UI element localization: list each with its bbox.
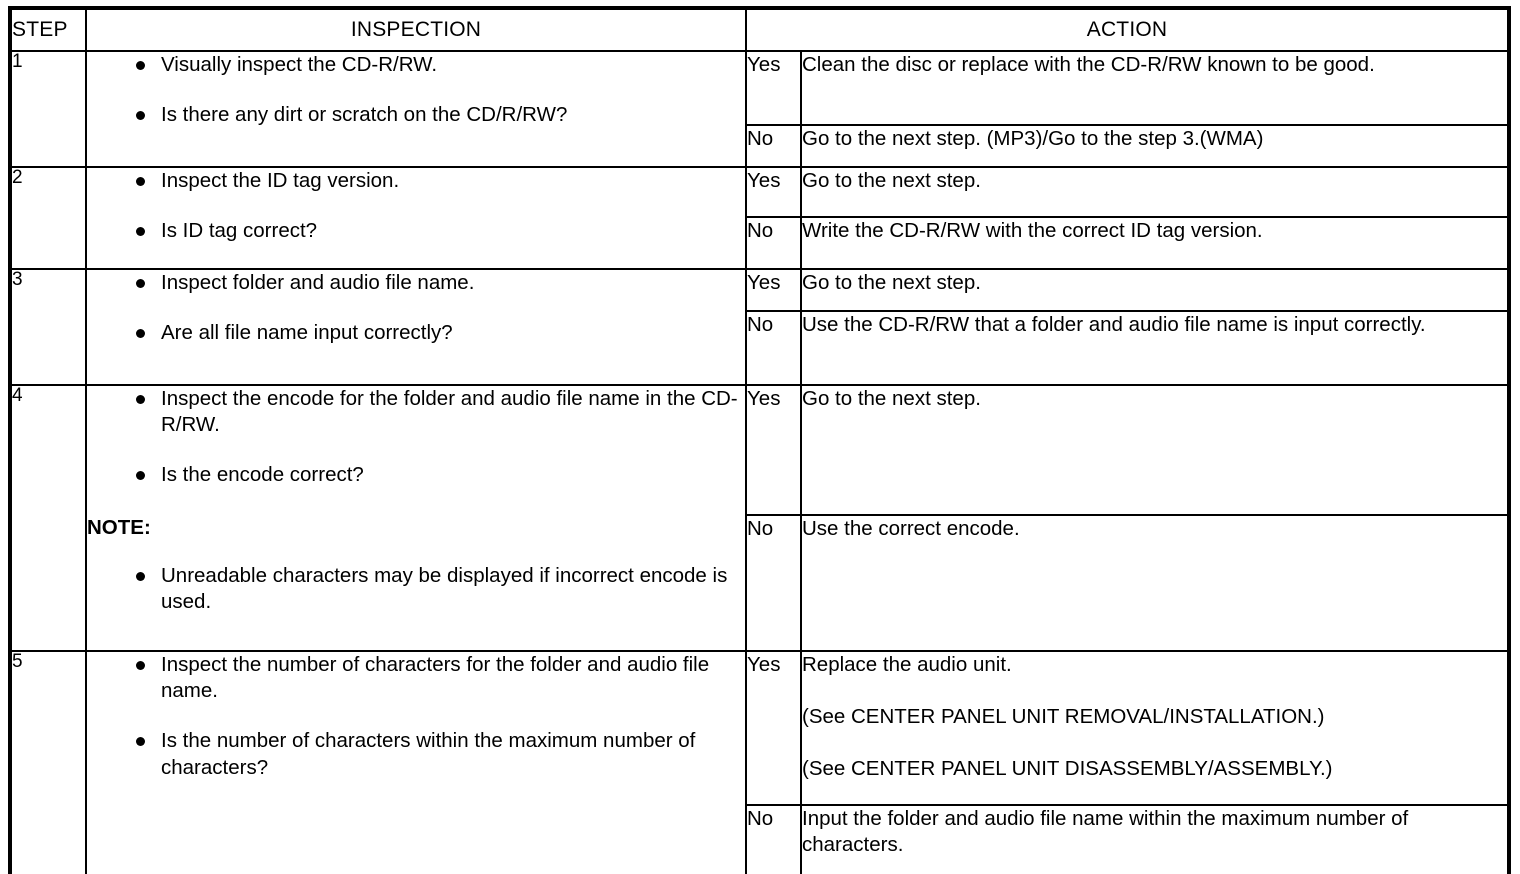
- action-text: Replace the audio unit.: [802, 653, 1012, 676]
- table-row: No Write the CD-R/RW with the correct ID…: [10, 216, 1511, 270]
- answer-label-yes-2: Yes: [745, 166, 802, 218]
- inspection-text: Is there any dirt or scratch on the CD/R…: [161, 103, 568, 127]
- answer-label-no-4: No: [745, 514, 802, 652]
- inspection-cell-2: Inspect the ID tag version. Is ID tag co…: [85, 166, 747, 270]
- step-number-5: 5: [9, 650, 87, 874]
- answer-label-yes-5: Yes: [745, 650, 802, 806]
- list-item: Inspect the ID tag version.: [87, 168, 745, 194]
- list-item: Inspect the encode for the folder and au…: [87, 386, 745, 438]
- list-item: Is the number of characters within the m…: [87, 728, 745, 780]
- list-item: Inspect folder and audio file name.: [87, 270, 745, 296]
- table-row: 3 Inspect folder and audio file name. Ar…: [9, 268, 1511, 386]
- inspection-text: Inspect the encode for the folder and au…: [161, 387, 738, 437]
- inspection-text: Inspect the ID tag version.: [161, 169, 400, 192]
- note-heading: NOTE:: [87, 515, 151, 539]
- list-item: Is there any dirt or scratch on the CD/R…: [87, 102, 745, 128]
- table-header-row: STEP INSPECTION ACTION: [9, 7, 1511, 52]
- step-number-3: 3: [9, 268, 87, 386]
- column-header-inspection: INSPECTION: [85, 7, 747, 52]
- bullet-icon: [136, 395, 145, 404]
- step-number-4: 4: [9, 384, 87, 652]
- note-text: Unreadable characters may be displayed i…: [161, 563, 728, 614]
- answer-label-yes-4: Yes: [745, 384, 802, 516]
- bullet-icon: [136, 279, 145, 288]
- bullet-icon: [136, 329, 145, 339]
- action-cell-yes-3: Go to the next step.: [799, 268, 1511, 312]
- action-cell-yes-5: Replace the audio unit. (See CENTER PANE…: [799, 650, 1511, 806]
- inspection-text: Inspect the number of characters for the…: [161, 653, 710, 703]
- action-cell-no-5: Input the folder and audio file name wit…: [799, 804, 1511, 874]
- list-item: Unreadable characters may be displayed i…: [87, 563, 745, 615]
- answer-label-yes-3: Yes: [745, 268, 802, 312]
- table-row: 4 Inspect the encode for the folder and …: [9, 384, 1511, 652]
- bullet-icon: [136, 61, 145, 70]
- column-header-step: STEP: [9, 7, 87, 52]
- bullet-icon: [136, 661, 145, 670]
- table-row: 2 Inspect the ID tag version. Is ID tag …: [9, 166, 1511, 270]
- action-cell-no-2: Write the CD-R/RW with the correct ID ta…: [799, 216, 1511, 270]
- table-row: No Use the CD-R/RW that a folder and aud…: [10, 310, 1511, 386]
- inspection-cell-4: Inspect the encode for the folder and au…: [85, 384, 747, 652]
- list-item: Inspect the number of characters for the…: [87, 652, 745, 704]
- bullet-icon: [136, 737, 145, 747]
- list-item: Is the encode correct?: [87, 462, 745, 488]
- inspection-text: Is ID tag correct?: [161, 219, 318, 243]
- inspection-text: Is the encode correct?: [161, 463, 364, 487]
- answer-label-no-2: No: [745, 216, 802, 270]
- step-number-2: 2: [9, 166, 87, 270]
- action-reference: (See CENTER PANEL UNIT REMOVAL/INSTALLAT…: [802, 705, 1325, 729]
- inspection-cell-5: Inspect the number of characters for the…: [85, 650, 747, 874]
- note-bullet-list: Unreadable characters may be displayed i…: [87, 563, 745, 615]
- list-item: Are all file name input correctly?: [87, 320, 745, 346]
- inspection-bullet-list: Inspect folder and audio file name. Are …: [87, 270, 745, 346]
- answer-label-no-1: No: [745, 124, 802, 168]
- table-row: No Input the folder and audio file name …: [10, 804, 1511, 874]
- inspection-bullet-list: Inspect the ID tag version. Is ID tag co…: [87, 168, 745, 244]
- action-cell-yes-2: Go to the next step.: [799, 166, 1511, 218]
- bullet-icon: [136, 177, 145, 186]
- action-cell-no-3: Use the CD-R/RW that a folder and audio …: [799, 310, 1511, 386]
- answer-label-no-5: No: [745, 804, 802, 874]
- column-header-action: ACTION: [744, 7, 1511, 52]
- table-row: No Use the correct encode.: [10, 514, 1511, 652]
- inspection-bullet-list: Inspect the number of characters for the…: [87, 652, 745, 781]
- inspection-cell-3: Inspect folder and audio file name. Are …: [85, 268, 747, 386]
- table-row: 1 Visually inspect the CD-R/RW. Is there…: [9, 50, 1511, 168]
- bullet-icon: [136, 471, 145, 481]
- list-item: Is ID tag correct?: [87, 218, 745, 244]
- bullet-icon: [136, 111, 145, 121]
- inspection-text: Inspect folder and audio file name.: [161, 271, 475, 294]
- bullet-icon: [136, 227, 145, 237]
- diagnostic-troubleshooting-table: STEP INSPECTION ACTION 1 Visually inspec…: [8, 6, 1512, 874]
- list-item: Visually inspect the CD-R/RW.: [87, 52, 745, 78]
- action-cell-yes-4: Go to the next step.: [799, 384, 1511, 516]
- answer-label-no-3: No: [745, 310, 802, 386]
- inspection-bullet-list: Inspect the encode for the folder and au…: [87, 386, 745, 489]
- table-row: 5 Inspect the number of characters for t…: [9, 650, 1511, 874]
- inspection-bullet-list: Visually inspect the CD-R/RW. Is there a…: [87, 52, 745, 128]
- action-reference: (See CENTER PANEL UNIT DISASSEMBLY/ASSEM…: [802, 757, 1333, 781]
- table-row: No Go to the next step. (MP3)/Go to the …: [10, 124, 1511, 168]
- action-cell-no-4: Use the correct encode.: [799, 514, 1511, 652]
- inspection-cell-1: Visually inspect the CD-R/RW. Is there a…: [85, 50, 747, 168]
- inspection-text: Are all file name input correctly?: [161, 321, 453, 345]
- answer-label-yes-1: Yes: [745, 50, 802, 126]
- inspection-text: Is the number of characters within the m…: [161, 729, 696, 779]
- inspection-text: Visually inspect the CD-R/RW.: [161, 53, 438, 76]
- step-number-1: 1: [9, 50, 87, 168]
- bullet-icon: [136, 571, 145, 581]
- action-cell-no-1: Go to the next step. (MP3)/Go to the ste…: [799, 124, 1511, 168]
- action-cell-yes-1: Clean the disc or replace with the CD-R/…: [799, 50, 1511, 126]
